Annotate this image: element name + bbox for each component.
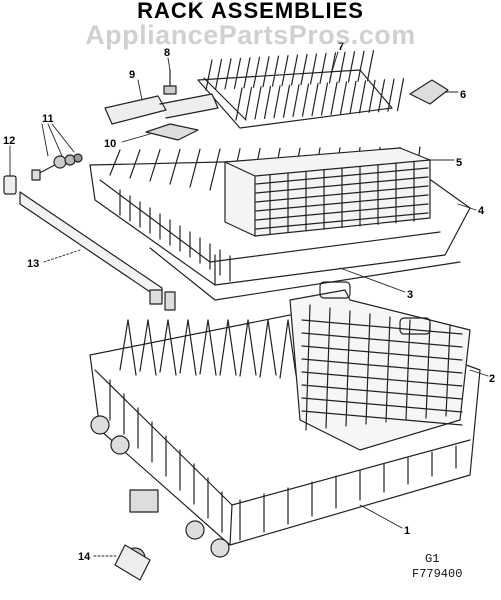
callout-13: 13	[27, 258, 39, 270]
callout-3: 3	[407, 289, 413, 301]
callout-7: 7	[338, 41, 344, 53]
lower-basket	[289, 281, 471, 451]
callout-14: 14	[78, 551, 91, 563]
diagram-code: G1	[425, 552, 440, 566]
rack-stop	[409, 79, 449, 105]
screw	[163, 69, 177, 95]
callout-6: 6	[460, 89, 466, 101]
callout-5: 5	[456, 157, 462, 169]
callout-9: 9	[129, 69, 135, 81]
callout-2: 2	[489, 373, 495, 385]
hinge-bracket	[104, 93, 219, 125]
wheel-assembly	[114, 489, 159, 581]
callout-8: 8	[164, 47, 170, 59]
diagram-part-code: F779400	[412, 567, 463, 581]
callout-12: 12	[3, 135, 15, 147]
callout-11: 11	[42, 113, 54, 125]
silverware-basket	[224, 147, 431, 237]
upper-rack-frame	[149, 247, 461, 301]
end-cap	[3, 175, 17, 195]
slide-rail	[19, 191, 176, 311]
callout-4: 4	[478, 205, 485, 217]
roller-assembly	[31, 153, 83, 181]
cup-rack-comb	[197, 50, 405, 129]
callout-10: 10	[104, 138, 116, 150]
diagram-title: RACK ASSEMBLIES	[137, 0, 364, 23]
clip	[145, 123, 199, 141]
watermark: AppliancePartsPros.com	[85, 20, 416, 50]
callout-1: 1	[404, 525, 410, 537]
